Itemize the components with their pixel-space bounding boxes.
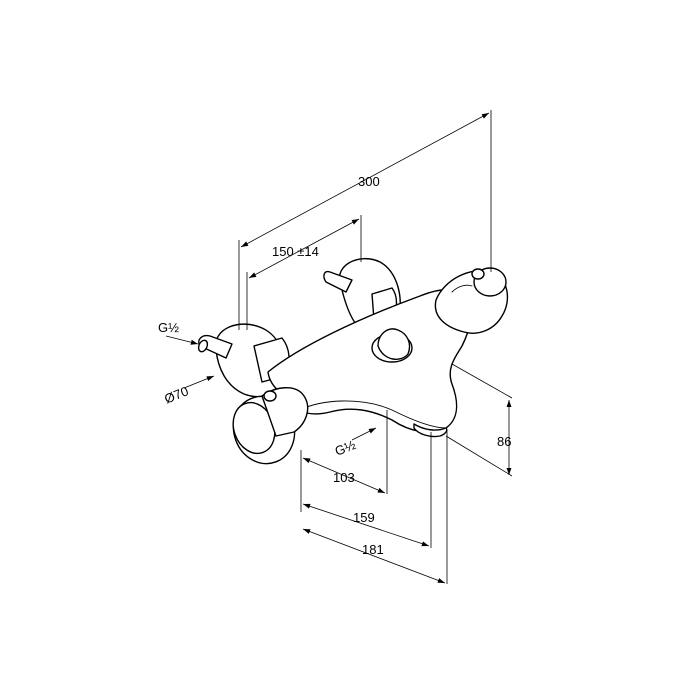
label-overall-length: 300 bbox=[358, 174, 380, 189]
label-height: 86 bbox=[497, 434, 511, 449]
dimension-line-150 bbox=[248, 218, 360, 279]
body-underside-line bbox=[299, 400, 447, 429]
label-center-distance: 150 ±14 bbox=[272, 244, 319, 259]
thermostatic-mixer-illustration bbox=[197, 257, 509, 465]
mixer-body bbox=[267, 289, 472, 433]
label-inlet-thread: G½ bbox=[158, 320, 179, 335]
label-projection-181: 181 bbox=[362, 542, 384, 557]
leader-escutcheon-diameter bbox=[183, 375, 215, 389]
leader-inlet-thread bbox=[165, 335, 199, 345]
front-inlet-nipple-end bbox=[197, 339, 209, 353]
diverter-knob bbox=[377, 328, 411, 360]
dimension-line-103 bbox=[302, 457, 386, 494]
temperature-scale-line bbox=[451, 284, 473, 293]
leader-outlet-thread bbox=[351, 427, 377, 441]
temperature-stop-button bbox=[471, 268, 485, 280]
dimension-line-181 bbox=[302, 528, 446, 584]
spout-lip bbox=[413, 423, 448, 438]
extension-line-86-bottom bbox=[445, 435, 513, 477]
flow-stop-button bbox=[263, 390, 277, 402]
label-outlet-thread: G½ bbox=[333, 437, 358, 459]
label-projection-103: 103 bbox=[333, 470, 355, 485]
extension-line-86-top bbox=[451, 363, 513, 399]
label-projection-159: 159 bbox=[353, 510, 375, 525]
dimension-annotations: 300 150 ±14 G½ Ø70 G½ 103 159 181 bbox=[158, 110, 513, 584]
